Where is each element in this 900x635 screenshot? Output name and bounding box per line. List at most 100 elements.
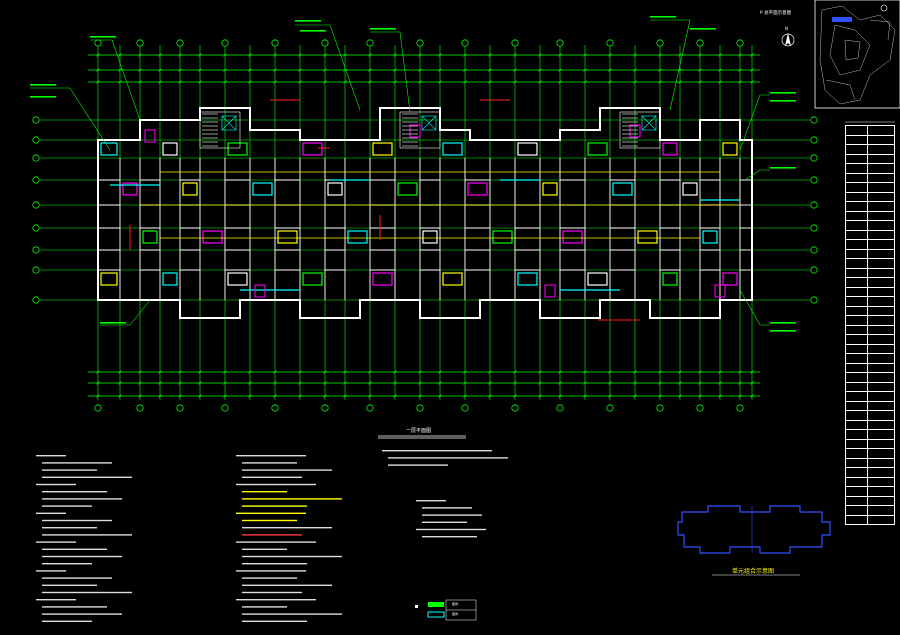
callout-text-line: [650, 16, 676, 18]
axis-bubble-top: [416, 39, 424, 47]
schedule-cell: [845, 163, 868, 174]
location-map-title: P 总平面示意图: [760, 11, 792, 16]
schedule-row: [845, 457, 896, 468]
fixture: [517, 142, 538, 156]
schedule-cell: [866, 153, 896, 164]
north-arrow: [781, 33, 795, 47]
axis-bubble-left: [32, 176, 40, 184]
fixture: [517, 272, 538, 286]
schedule-cell: [866, 163, 896, 174]
fixture: [202, 230, 223, 244]
schedule-cell: [866, 248, 896, 259]
door-window-schedule-table: [845, 125, 896, 525]
fixture: [442, 142, 463, 156]
red-annotations: [129, 99, 640, 321]
location-map: [814, 0, 900, 109]
schedule-cell: [866, 315, 896, 326]
schedule-cell: [866, 429, 896, 440]
axis-bubble-right: [810, 176, 818, 184]
callout-text-line: [100, 322, 126, 324]
magenta-fixture: [544, 284, 556, 298]
schedule-cell: [866, 305, 896, 316]
schedule-cell: [866, 372, 896, 383]
schedule-cell: [866, 324, 896, 335]
legend: [415, 599, 477, 621]
schedule-cell: [866, 144, 896, 155]
unit-keyplan: [677, 505, 831, 576]
axis-bubble-bottom: [416, 404, 424, 412]
axis-bubbles: [32, 39, 818, 412]
schedule-row: [845, 210, 896, 221]
axis-bubble-top: [221, 39, 229, 47]
callout-text-line: [770, 167, 796, 169]
schedule-cell: [866, 467, 896, 478]
schedule-cell: [845, 457, 868, 468]
fixture: [662, 142, 678, 156]
fixture: [302, 272, 323, 286]
schedule-row: [845, 191, 896, 202]
axis-bubble-bottom: [736, 404, 744, 412]
schedule-cell: [866, 419, 896, 430]
schedule-cell: [866, 267, 896, 278]
schedule-cell: [845, 220, 868, 231]
axis-bubble-left: [32, 154, 40, 162]
schedule-row: [845, 514, 896, 525]
schedule-cell: [866, 125, 896, 136]
schedule-row: [845, 343, 896, 354]
elevator-shaft: [641, 115, 657, 131]
schedule-cell: [845, 267, 868, 278]
schedule-cell: [866, 210, 896, 221]
schedule-cell: [845, 315, 868, 326]
schedule-cell: [845, 229, 868, 240]
axis-bubble-top: [656, 39, 664, 47]
axis-bubble-top: [736, 39, 744, 47]
fixture: [542, 182, 558, 196]
schedule-row: [845, 495, 896, 506]
schedule-row: [845, 362, 896, 373]
schedule-row: [845, 505, 896, 516]
callout-text-line: [370, 28, 396, 30]
schedule-cell: [866, 286, 896, 297]
callout-text-line: [30, 84, 56, 86]
fixture: [372, 142, 393, 156]
callout-text-marks: [30, 16, 796, 332]
schedule-cell: [845, 495, 868, 506]
magenta-fixture: [144, 129, 156, 143]
axis-bubble-top: [94, 39, 102, 47]
schedule-cell: [845, 324, 868, 335]
schedule-cell: [866, 277, 896, 288]
schedule-cell: [845, 286, 868, 297]
schedule-cell: [866, 457, 896, 468]
fixture: [637, 230, 658, 244]
legend-item-1-label: 图例: [452, 602, 459, 606]
fixture: [722, 272, 738, 286]
schedule-row: [845, 267, 896, 278]
fixture: [227, 272, 248, 286]
schedule-cell: [866, 400, 896, 411]
magenta-fixture: [254, 284, 266, 298]
schedule-row: [845, 144, 896, 155]
axis-bubble-right: [810, 246, 818, 254]
schedule-cell: [845, 134, 868, 145]
fixture: [162, 272, 178, 286]
fixture: [347, 230, 368, 244]
fixture: [467, 182, 488, 196]
schedule-cell: [866, 476, 896, 487]
schedule-row: [845, 476, 896, 487]
schedule-row: [845, 400, 896, 411]
schedule-cell: [845, 334, 868, 345]
schedule-row: [845, 334, 896, 345]
schedule-row: [845, 353, 896, 364]
schedule-row: [845, 467, 896, 478]
axis-bubble-top: [366, 39, 374, 47]
elevator-x: [641, 115, 657, 131]
schedule-cell: [866, 134, 896, 145]
stair-core: [619, 111, 661, 149]
schedule-cell: [866, 191, 896, 202]
axis-bubble-top: [176, 39, 184, 47]
fixture: [227, 142, 248, 156]
fixture: [662, 272, 678, 286]
axis-bubble-top: [696, 39, 704, 47]
callout-text-line: [770, 92, 796, 94]
schedule-cell: [866, 220, 896, 231]
